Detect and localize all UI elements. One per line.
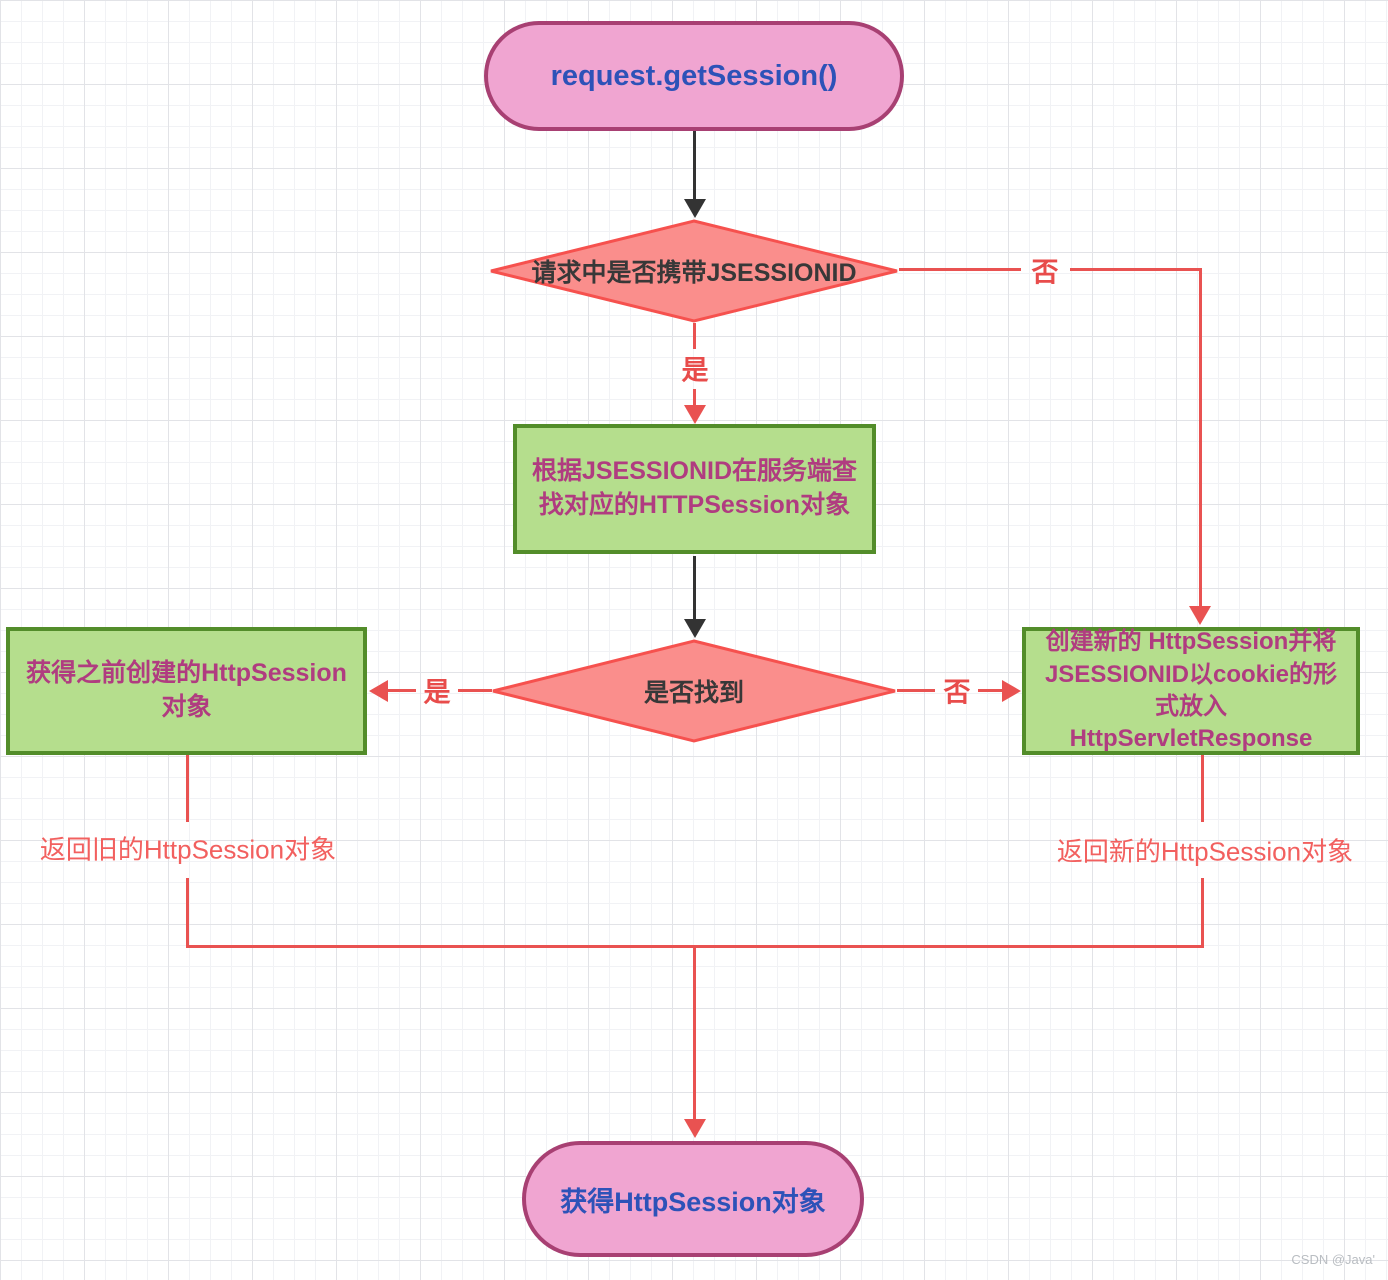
decision-found: 是否找到 <box>490 639 898 743</box>
edge-label-yes2: 是 <box>423 677 451 708</box>
start-terminal-label: request.getSession() <box>550 59 838 92</box>
connector-no1-seg2 <box>1070 268 1201 271</box>
connector-start-to-decision1 <box>693 131 696 201</box>
edge-label-no1: 否 <box>1031 257 1059 288</box>
diamond-shape-icon <box>490 219 898 323</box>
flow-label-return-new: 返回新的HttpSession对象 <box>1056 836 1354 867</box>
arrowhead-down-icon <box>684 199 706 218</box>
decision-has-jsessionid-label: 请求中是否携带JSESSIONID <box>531 259 857 287</box>
process-get-old: 获得之前创建的HttpSession对象 <box>6 627 367 755</box>
decision-has-jsessionid: 请求中是否携带JSESSIONID <box>488 219 900 323</box>
diamond-shape-icon <box>492 639 896 743</box>
process-create-new: 创建新的 HttpSession并将JSESSIONID以cookie的形式放入… <box>1022 627 1360 755</box>
connector-yes2-seg1 <box>388 689 416 692</box>
arrowhead-left-icon <box>369 680 388 702</box>
connector-yes1-seg1 <box>693 323 696 349</box>
process-create-new-label: 创建新的 HttpSession并将JSESSIONID以cookie的形式放入… <box>1044 628 1338 753</box>
arrowhead-down-icon <box>684 1119 706 1138</box>
process-lookup-label: 根据JSESSIONID在服务端查找对应的HTTPSession对象 <box>531 457 858 519</box>
connector-new-down-seg2 <box>1201 878 1204 948</box>
connector-yes1-seg2 <box>693 389 696 406</box>
arrowhead-right-icon <box>1002 680 1021 702</box>
watermark: CSDN @Java' <box>1291 1252 1375 1267</box>
arrowhead-down-icon <box>684 405 706 424</box>
end-terminal-label: 获得HttpSession对象 <box>560 1186 826 1217</box>
connector-old-down-seg1 <box>186 755 189 822</box>
connector-merge-to-end <box>693 945 696 1120</box>
process-get-old-label: 获得之前创建的HttpSession对象 <box>26 659 347 721</box>
connector-no1-seg1 <box>899 268 1021 271</box>
edge-label-no2: 否 <box>943 677 971 708</box>
connector-new-down-seg1 <box>1201 755 1204 822</box>
connector-old-down-seg2 <box>186 878 189 948</box>
connector-lookup-to-decision2 <box>693 556 696 620</box>
connector-no1-down <box>1199 268 1202 607</box>
flow-label-return-old: 返回旧的HttpSession对象 <box>39 834 337 865</box>
arrowhead-down-icon <box>1189 606 1211 625</box>
decision-found-label: 是否找到 <box>643 679 744 707</box>
connector-no2-seg2 <box>978 689 1002 692</box>
end-terminal: 获得HttpSession对象 <box>522 1141 864 1257</box>
start-terminal: request.getSession() <box>484 21 904 131</box>
connector-no2-seg1 <box>897 689 935 692</box>
arrowhead-down-icon <box>684 619 706 638</box>
connector-yes2-seg2 <box>458 689 492 692</box>
process-lookup: 根据JSESSIONID在服务端查找对应的HTTPSession对象 <box>513 424 876 554</box>
edge-label-yes1: 是 <box>681 355 709 386</box>
